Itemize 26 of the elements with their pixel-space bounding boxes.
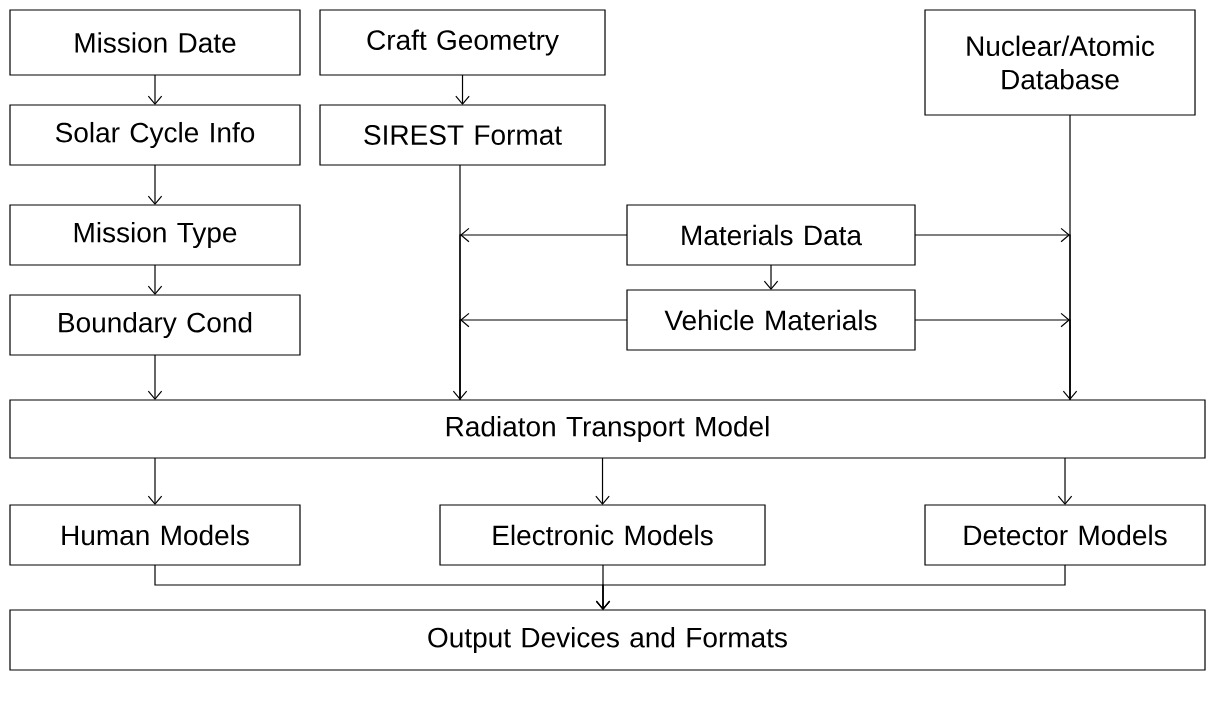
arrow — [147, 164, 163, 205]
process-box: Craft Geometry — [319, 9, 606, 76]
arrow — [147, 264, 163, 295]
process-box: Mission Date — [9, 9, 301, 76]
process-box: Radiaton Transport Model — [9, 399, 1206, 459]
arrow — [455, 74, 470, 105]
arrow — [595, 457, 610, 505]
arrow — [147, 74, 163, 105]
arrow — [1062, 114, 1078, 400]
process-box: Vehicle Materials — [626, 289, 916, 351]
process-box: SIREST Format — [319, 104, 606, 166]
arrow — [763, 264, 779, 290]
arrow — [452, 164, 468, 400]
process-box: Boundary Cond — [9, 294, 301, 356]
process-box: Materials Data — [626, 204, 916, 266]
arrow — [147, 457, 163, 505]
arrow — [147, 354, 163, 400]
process-box: Detector Models — [924, 504, 1206, 566]
process-box: Human Models — [9, 504, 301, 566]
arrow — [595, 564, 1066, 610]
process-box: Output Devices and Formats — [9, 609, 1206, 671]
process-box: Electronic Models — [439, 504, 766, 566]
process-box: Mission Type — [9, 204, 301, 266]
process-box: Nuclear/Atomic Database — [924, 9, 1196, 116]
process-box: Solar Cycle Info — [9, 104, 301, 166]
arrow — [1057, 457, 1073, 505]
